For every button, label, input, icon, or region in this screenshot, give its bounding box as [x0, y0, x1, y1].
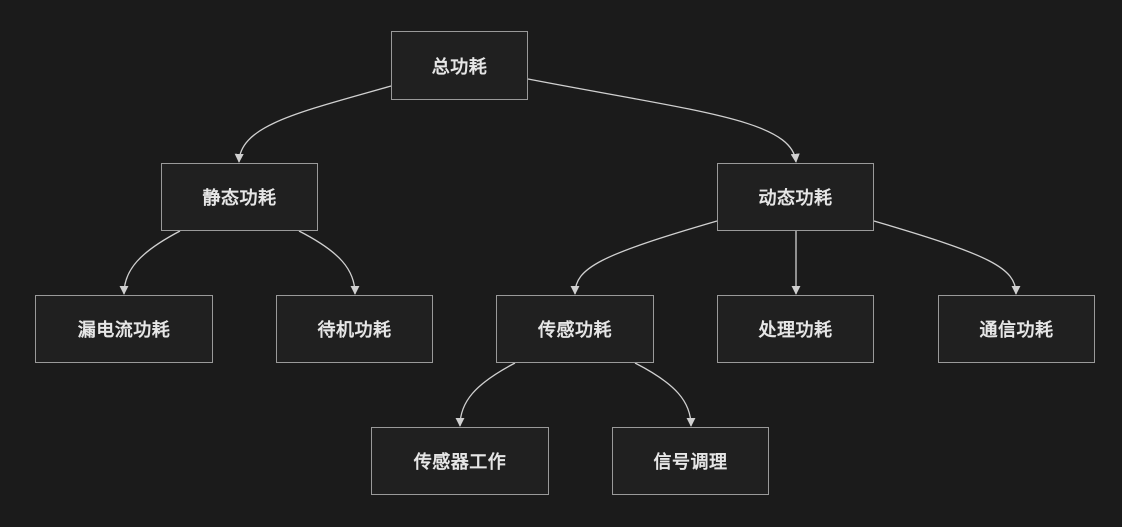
edge-static-standby [298, 230, 360, 295]
node-sensing-power: 传感功耗 [496, 295, 654, 363]
node-standby-power: 待机功耗 [276, 295, 433, 363]
node-signal-conditioning: 信号调理 [612, 427, 769, 495]
edge-static-leakage [119, 230, 181, 295]
node-sensor-work: 传感器工作 [371, 427, 549, 495]
edge-sensing-signal [634, 362, 696, 427]
node-communication-power: 通信功耗 [938, 295, 1095, 363]
node-dynamic-power: 动态功耗 [717, 163, 874, 231]
edge-dynamic-communication [873, 220, 1021, 295]
node-static-power: 静态功耗 [161, 163, 318, 231]
edge-sensing-sensorwork [455, 362, 516, 427]
node-processing-power: 处理功耗 [717, 295, 874, 363]
node-leakage-power: 漏电流功耗 [35, 295, 213, 363]
edge-root-static [234, 85, 392, 163]
edge-dynamic-sensing [570, 220, 718, 295]
edge-root-dynamic [527, 78, 800, 163]
node-total-power: 总功耗 [391, 31, 528, 100]
